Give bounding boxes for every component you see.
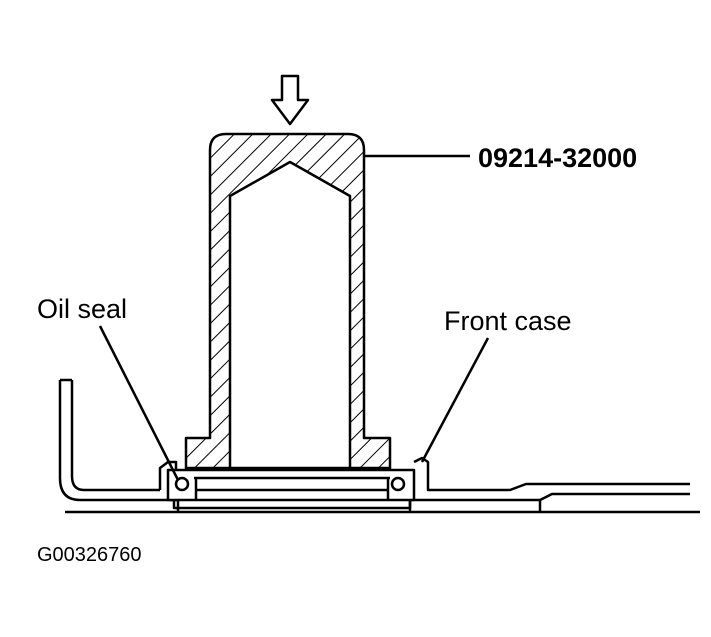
tool-number-label: 09214-32000 bbox=[478, 143, 637, 173]
front-case bbox=[58, 378, 700, 514]
oil-seal bbox=[166, 468, 416, 510]
leader-lines bbox=[98, 154, 490, 481]
special-tool bbox=[184, 132, 392, 470]
down-arrow-icon bbox=[270, 74, 310, 126]
front-case-label: Front case bbox=[444, 306, 572, 336]
oil-seal-label: Oil seal bbox=[37, 294, 127, 324]
figure-code-label: G00326760 bbox=[37, 544, 142, 566]
